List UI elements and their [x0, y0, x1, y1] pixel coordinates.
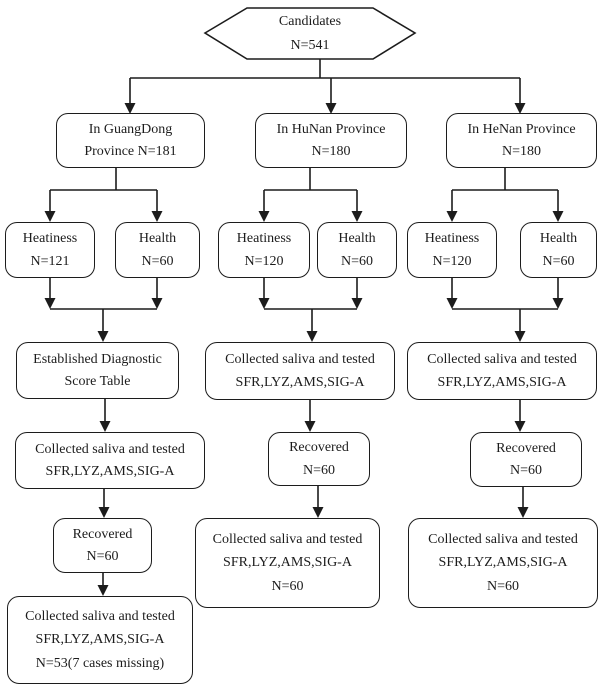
node-count: N=120 [432, 253, 472, 269]
node-label2: SFR,LYZ,AMS,SIG-A [35, 632, 165, 648]
node-label: Candidates [278, 14, 342, 29]
node-count: N=60 [509, 463, 542, 478]
node-he-heatiness: Heatiness N=120 [407, 222, 497, 278]
node-he-collected-1: Collected saliva and tested SFR,LYZ,AMS,… [407, 342, 597, 400]
node-gd-score-table: Established Diagnostic Score Table [16, 342, 179, 399]
node-count: N=121 [30, 253, 70, 269]
node-label: Heatiness [236, 231, 292, 247]
node-count: N=120 [244, 253, 284, 269]
node-count: N=53(7 cases missing) [35, 655, 165, 671]
node-henan-province: In HeNan Province N=180 [446, 113, 597, 168]
node-hn-recovered: Recovered N=60 [268, 432, 370, 486]
node-gd-health: Health N=60 [115, 222, 200, 278]
node-label: In HuNan Province [276, 121, 386, 137]
node-label2: SFR,LYZ,AMS,SIG-A [235, 374, 365, 390]
node-label2: SFR,LYZ,AMS,SIG-A [438, 555, 568, 571]
node-hn-heatiness: Heatiness N=120 [218, 222, 310, 278]
node-he-health: Health N=60 [520, 222, 597, 278]
node-guangdong-province: In GuangDong Province N=181 [56, 113, 205, 168]
node-candidates: Candidates N=541 [230, 11, 390, 57]
node-label: In HeNan Province [467, 121, 576, 137]
node-count: N=60 [542, 253, 575, 269]
node-label: Heatiness [424, 231, 480, 247]
candidates-hexagon [203, 7, 417, 60]
node-label: Collected saliva and tested [25, 608, 175, 624]
node-label: Recovered [496, 440, 556, 456]
node-hn-collected-1: Collected saliva and tested SFR,LYZ,AMS,… [205, 342, 395, 400]
node-count: Province N=181 [84, 144, 177, 159]
node-count: N=60 [486, 578, 519, 594]
node-gd-heatiness: Heatiness N=121 [5, 222, 95, 278]
arrowheads [44, 103, 564, 596]
node-label: Health [138, 231, 177, 247]
node-count: N=541 [290, 38, 330, 53]
node-label: In GuangDong [88, 121, 173, 137]
node-hunan-province: In HuNan Province N=180 [255, 113, 407, 168]
node-label: Collected saliva and tested [428, 531, 578, 547]
node-hn-health: Health N=60 [317, 222, 397, 278]
node-label2: SFR,LYZ,AMS,SIG-A [45, 464, 175, 479]
node-label: Collected saliva and tested [35, 441, 185, 457]
node-label2: Score Table [64, 374, 131, 389]
node-gd-collected-2: Collected saliva and tested SFR,LYZ,AMS,… [7, 596, 193, 684]
node-label: Collected saliva and tested [225, 352, 375, 368]
node-hn-collected-2: Collected saliva and tested SFR,LYZ,AMS,… [195, 518, 380, 608]
node-label: Recovered [289, 440, 349, 456]
node-count: N=60 [141, 253, 174, 269]
node-he-collected-2: Collected saliva and tested SFR,LYZ,AMS,… [408, 518, 598, 608]
node-label: Established Diagnostic [33, 351, 162, 367]
node-gd-collected-1: Collected saliva and tested SFR,LYZ,AMS,… [15, 432, 205, 489]
node-label: Collected saliva and tested [212, 531, 363, 547]
node-gd-recovered: Recovered N=60 [53, 518, 152, 573]
node-count: N=60 [302, 462, 335, 478]
node-he-recovered: Recovered N=60 [470, 432, 582, 487]
node-label: Recovered [72, 526, 133, 542]
node-label: Collected saliva and tested [427, 352, 577, 368]
node-count: N=60 [340, 253, 373, 269]
node-label: Health [338, 231, 376, 247]
node-count: N=180 [311, 144, 351, 159]
node-count: N=180 [501, 144, 541, 159]
node-count: N=60 [86, 549, 119, 564]
node-label2: SFR,LYZ,AMS,SIG-A [437, 374, 567, 390]
node-label2: SFR,LYZ,AMS,SIG-A [223, 555, 352, 571]
node-count: N=60 [271, 578, 304, 594]
node-label: Heatiness [22, 231, 78, 247]
node-label: Health [539, 231, 578, 247]
